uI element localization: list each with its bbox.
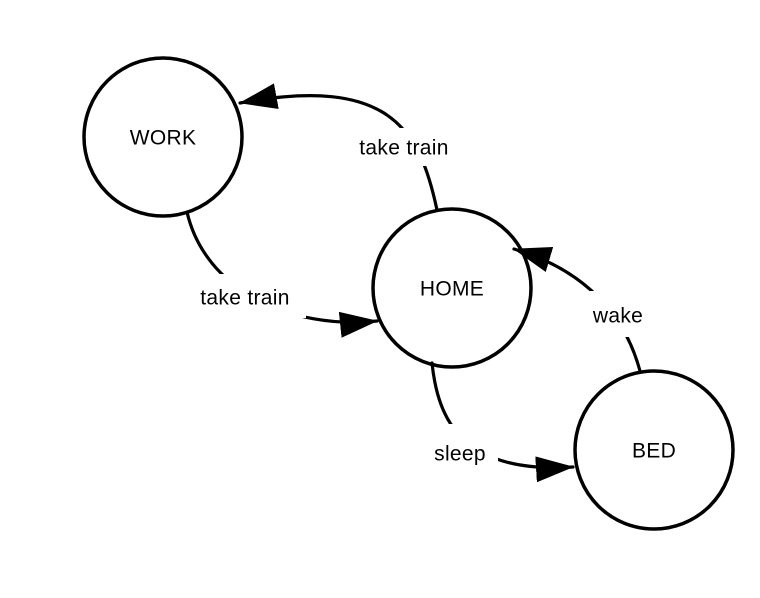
edge-label-background: [582, 291, 656, 337]
state-circle-work: [82, 56, 244, 218]
state-circle-home: [371, 207, 533, 369]
edge-label-background: [346, 128, 462, 166]
edge-label-home-to-work: take train: [359, 137, 448, 160]
transition-labels: take train take train wake sleep: [186, 128, 656, 471]
edge-label-work-to-home: take train: [200, 287, 289, 310]
transition-arc-home-to-work: [238, 83, 439, 212]
edge-label-background: [424, 424, 498, 471]
edge-label-background: [186, 274, 306, 318]
state-label-home: HOME: [420, 278, 484, 301]
state-nodes: WORK HOME BED: [82, 56, 735, 531]
state-label-work: WORK: [130, 127, 197, 150]
edge-label-home-to-bed: sleep: [434, 443, 486, 466]
edge-label-bed-to-home: wake: [592, 305, 643, 328]
state-label-bed: BED: [632, 440, 676, 463]
state-circle-bed: [573, 369, 735, 531]
